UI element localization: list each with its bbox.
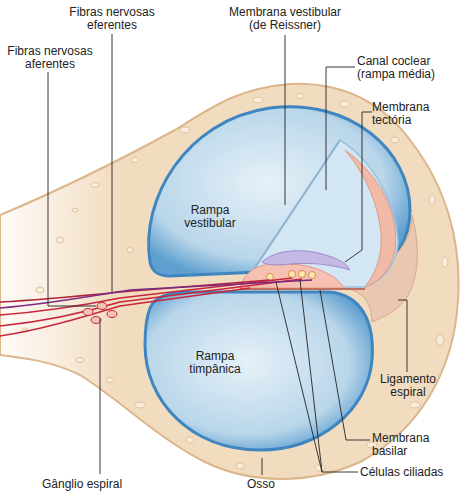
- part-label: Ligamento espiral: [370, 373, 446, 399]
- leader-lines: [48, 34, 407, 475]
- part-label: Membrana vestibular (de Reissner): [222, 6, 348, 32]
- part-label: Rampa vestibular: [170, 204, 250, 230]
- part-label: Gânglio espiral: [42, 478, 122, 491]
- part-label: Membrana tectória: [372, 101, 444, 127]
- part-label: Fibras nervosas eferentes: [62, 6, 162, 32]
- bone: [0, 84, 459, 479]
- stria-vascularis: [345, 150, 396, 287]
- nerve-fibers: [0, 278, 312, 336]
- part-label: Células ciliadas: [360, 466, 443, 479]
- part-label: Fibras nervosas aferentes: [2, 45, 98, 71]
- part-label: Rampa timpânica: [175, 350, 255, 376]
- scala-tympani: [145, 292, 372, 450]
- cochlear-duct: [252, 140, 398, 287]
- part-label: Membrana basilar: [372, 432, 442, 458]
- part-label: Osso: [247, 478, 275, 491]
- part-label: Canal coclear (rampa média): [357, 55, 449, 81]
